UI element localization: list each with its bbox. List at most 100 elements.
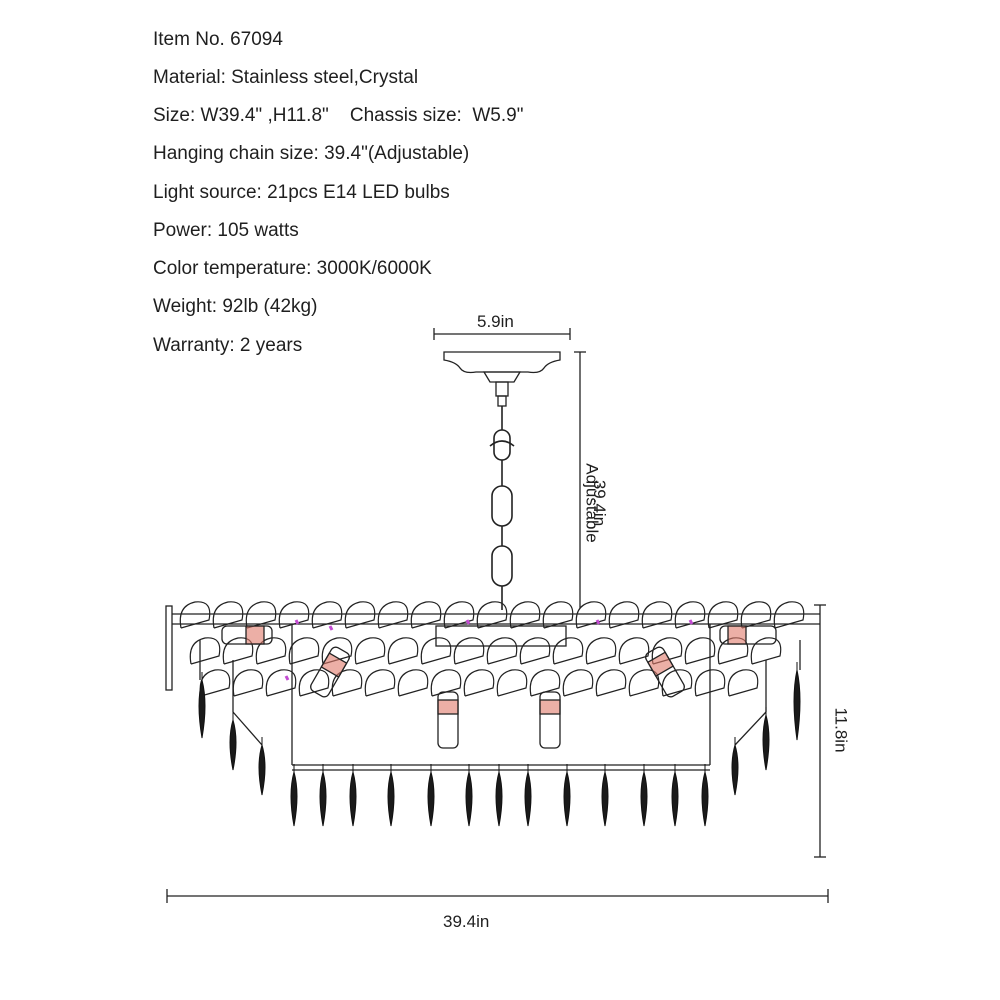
bulb-left-tilted — [310, 646, 350, 698]
width-dimension-line — [166, 889, 829, 903]
crystal-loop-top — [377, 601, 409, 629]
crystal-loop-bottom — [562, 669, 594, 697]
height-label: 11.8in — [831, 707, 851, 753]
crystal-loop-bottom — [727, 669, 759, 697]
crystal-drop-front — [524, 771, 532, 827]
crystal-drop-side — [258, 744, 266, 796]
bulb-right-tilted — [645, 646, 685, 698]
crystal-loop-middle — [585, 637, 617, 665]
crystal-loop-top — [311, 601, 343, 629]
crystal-drop-side — [762, 714, 770, 771]
crystal-loop-top — [509, 601, 541, 629]
crystal-loop-top — [410, 601, 442, 629]
crystal-loop-bottom — [298, 669, 330, 697]
crystal-loop-top — [707, 601, 739, 629]
crystal-loop-top — [674, 601, 706, 629]
crystal-loop-middle — [519, 637, 551, 665]
crystal-drop-front — [319, 771, 327, 827]
width-label: 39.4in — [443, 912, 490, 931]
crystal-loop-top — [443, 601, 475, 629]
bulb-center-left — [437, 691, 459, 749]
spec-material: Material: Stainless steel,Crystal — [153, 67, 419, 88]
crystal-loop-top — [575, 601, 607, 629]
crystal-loop-top — [773, 601, 805, 629]
crystal-loop-bottom — [232, 669, 264, 697]
crystal-loop-bottom — [529, 669, 561, 697]
crystal-loop-middle — [651, 637, 683, 665]
crystal-loop-bottom — [265, 669, 297, 697]
crystal-loop-middle — [750, 637, 782, 665]
crystal-drop-front — [387, 771, 395, 827]
crystal-loop-middle — [354, 637, 386, 665]
crystal-loop-bottom — [364, 669, 396, 697]
spec-light-source: Light source: 21pcs E14 LED bulbs — [153, 182, 450, 203]
bulb-left-top — [221, 625, 273, 645]
hanging-chain — [489, 406, 515, 610]
crystal-loop-middle — [321, 637, 353, 665]
crystal-loop-middle — [288, 637, 320, 665]
spec-color-temperature: Color temperature: 3000K/6000K — [153, 258, 432, 279]
ceiling-canopy — [443, 351, 561, 407]
crystal-drop-side — [793, 669, 801, 741]
chain-length-label: 39.4in — [590, 479, 610, 527]
crystal-loop-bottom — [661, 669, 693, 697]
crystal-loop-top — [278, 601, 310, 629]
crystal-drop-front — [290, 771, 298, 827]
crystal-drop-front — [671, 771, 679, 827]
crystal-drop-front — [701, 771, 709, 827]
crystal-loop-middle — [684, 637, 716, 665]
spec-warranty: Warranty: 2 years — [153, 335, 303, 356]
crystal-pendants — [198, 662, 801, 827]
canopy-width-label: 5.9in — [477, 312, 514, 331]
chain-length-dimension-line — [574, 351, 586, 608]
clip-accents — [284, 619, 694, 681]
crystal-loop-middle — [618, 637, 650, 665]
crystal-loop-bottom — [595, 669, 627, 697]
bulb-right-top — [719, 625, 777, 645]
crystal-loop-middle — [189, 637, 221, 665]
spec-item-number: Item No. 67094 — [153, 29, 283, 50]
crystal-drop-side — [229, 719, 237, 771]
side-arms — [199, 640, 801, 746]
crystal-drop-front — [349, 771, 357, 827]
crystal-drop-front — [601, 771, 609, 827]
crystal-loop-top — [212, 601, 244, 629]
crystal-drop-front — [640, 771, 648, 827]
bulb-center-right — [539, 691, 561, 749]
crystal-loop-middle — [255, 637, 287, 665]
crystal-loop-bottom — [397, 669, 429, 697]
crystal-loops — [179, 601, 805, 697]
crystal-loop-top — [641, 601, 673, 629]
crystal-loop-bottom — [463, 669, 495, 697]
crystal-drop-side — [731, 744, 739, 796]
crystal-loop-top — [608, 601, 640, 629]
crystal-drop-front — [495, 771, 503, 827]
height-dimension-line — [814, 604, 826, 858]
crystal-drop-front — [465, 771, 473, 827]
crystal-loop-middle — [387, 637, 419, 665]
spec-size: Size: W39.4" ,H11.8" Chassis size: W5.9" — [153, 105, 524, 126]
crystal-loop-bottom — [331, 669, 363, 697]
crystal-drop-side — [198, 679, 206, 739]
crystal-loop-bottom — [694, 669, 726, 697]
crystal-loop-bottom — [496, 669, 528, 697]
spec-weight: Weight: 92lb (42kg) — [153, 296, 318, 317]
crystal-loop-middle — [420, 637, 452, 665]
crystal-drop-front — [427, 771, 435, 827]
crystal-loop-middle — [222, 637, 254, 665]
spec-power: Power: 105 watts — [153, 220, 299, 241]
crystal-loop-bottom — [430, 669, 462, 697]
canopy-width-dimension-line — [433, 328, 571, 340]
crystal-loop-top — [542, 601, 574, 629]
crystal-loop-top — [245, 601, 277, 629]
crystal-loop-middle — [486, 637, 518, 665]
crystal-loop-top — [476, 601, 508, 629]
crystal-loop-top — [740, 601, 772, 629]
crystal-loop-top — [179, 601, 211, 629]
crystal-loop-middle — [552, 637, 584, 665]
spec-chain-size: Hanging chain size: 39.4"(Adjustable) — [153, 143, 470, 164]
crystal-loop-top — [344, 601, 376, 629]
crystal-drop-front — [563, 771, 571, 827]
